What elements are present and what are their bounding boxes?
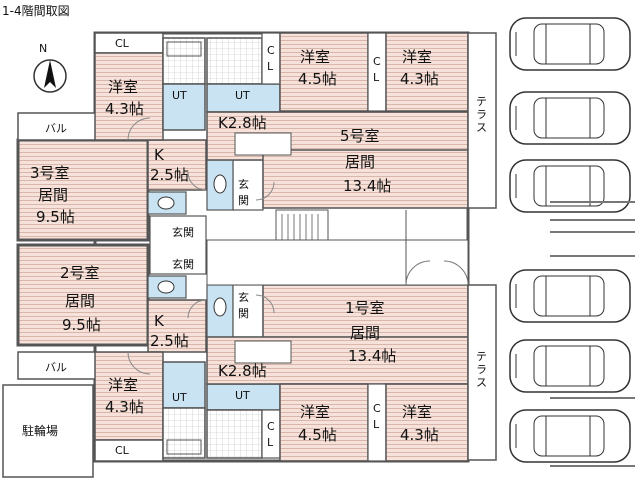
- unit2-ut: UT: [172, 391, 187, 404]
- unit3-closet: CL: [115, 37, 129, 50]
- unit1-closet-a-c: C: [267, 420, 275, 433]
- unit2-kitchen: K: [154, 312, 164, 330]
- unit1-room: 居間: [350, 324, 381, 342]
- unit5-closet-a-l: L: [267, 60, 274, 73]
- unit1-western-b: 洋室: [402, 403, 433, 421]
- unit1-closet-b-l: L: [373, 418, 380, 431]
- unit2-size: 9.5帖: [62, 316, 101, 334]
- unit5-room: 居間: [345, 153, 376, 171]
- unit2-living-floor: [16, 243, 207, 353]
- entrance-left: [149, 215, 207, 275]
- plan-title: 1-4階間取図: [2, 4, 70, 18]
- unit3-living-floor: [16, 138, 207, 242]
- door-swings: [127, 117, 275, 375]
- terrace-bottom-label: テラス: [476, 350, 487, 389]
- toilets-left: [147, 191, 187, 299]
- unit3-western-size: 4.3帖: [105, 100, 144, 118]
- bicycle-parking-label: 駐輪場: [22, 424, 59, 438]
- unit3-western-room: [94, 32, 164, 141]
- unit3-id: 3号室: [30, 164, 70, 182]
- unit5-id: 5号室: [340, 127, 380, 145]
- unit1-kitchen: K2.8帖: [218, 362, 267, 380]
- unit2-bath: [162, 361, 206, 459]
- balcony-top-label: バル: [45, 122, 67, 135]
- unit5-kitchen: K2.8帖: [218, 114, 267, 132]
- unit5-genkan: 玄関: [238, 178, 249, 207]
- unit5-bath: [206, 37, 281, 211]
- unit5-western-b: 洋室: [402, 48, 433, 66]
- unit3-room: 居間: [38, 186, 69, 204]
- unit2-western-size: 4.3帖: [105, 398, 144, 416]
- unit2-genkan: 玄関: [172, 258, 194, 271]
- unit1-bath: [206, 284, 281, 459]
- unit1-id: 1号室: [345, 299, 385, 317]
- bicycle-parking: [2, 384, 94, 478]
- corridor: [206, 210, 469, 286]
- terrace-top-label: テラス: [476, 95, 487, 134]
- north-label: N: [39, 42, 48, 55]
- unit5-western-a-size: 4.5帖: [298, 70, 337, 88]
- unit2-western-room: [94, 351, 164, 462]
- unit1-closet-b-c: C: [373, 402, 381, 415]
- unit5-closet-b-l: L: [373, 71, 380, 84]
- unit1-closet-a-l: L: [267, 436, 274, 449]
- unit1-living-floor: [206, 284, 469, 385]
- unit1-western-rooms: [261, 383, 469, 462]
- stairs: [275, 209, 329, 241]
- unit1-genkan: 玄関: [238, 291, 249, 320]
- unit5-western-rooms: [261, 32, 469, 112]
- unit5-western-b-size: 4.3帖: [400, 70, 439, 88]
- unit2-closet: CL: [115, 444, 129, 457]
- terrace-top: [467, 32, 497, 209]
- balcony-top: [17, 112, 97, 141]
- parking-lot: [509, 17, 635, 467]
- balcony-bottom-label: バル: [45, 361, 67, 374]
- unit3-size: 9.5帖: [36, 208, 75, 226]
- terrace-bottom: [467, 284, 497, 461]
- unit5-ut: UT: [235, 89, 250, 102]
- compass-icon: [33, 59, 67, 93]
- unit5-closet-b-c: C: [373, 55, 381, 68]
- unit5-living-floor: [206, 111, 469, 209]
- unit1-western-a: 洋室: [300, 403, 331, 421]
- unit5-size: 13.4帖: [343, 177, 392, 195]
- unit2-room: 居間: [65, 292, 96, 310]
- unit3-ut: UT: [172, 89, 187, 102]
- unit3-kitchen-size: 2.5帖: [150, 166, 189, 184]
- unit3-genkan: 玄関: [172, 226, 194, 239]
- unit2-id: 2号室: [60, 264, 100, 282]
- unit5-western-a: 洋室: [300, 48, 331, 66]
- unit3-kitchen: K: [154, 146, 164, 164]
- unit2-kitchen-size: 2.5帖: [150, 332, 189, 350]
- unit1-size: 13.4帖: [348, 347, 397, 365]
- unit5-closet-a-c: C: [267, 44, 275, 57]
- unit1-western-a-size: 4.5帖: [298, 426, 337, 444]
- unit1-ut: UT: [235, 389, 250, 402]
- unit2-western: 洋室: [108, 376, 139, 394]
- unit3-bath: [162, 37, 206, 131]
- balcony-bottom: [17, 351, 97, 380]
- unit1-western-b-size: 4.3帖: [400, 426, 439, 444]
- unit3-western: 洋室: [108, 78, 139, 96]
